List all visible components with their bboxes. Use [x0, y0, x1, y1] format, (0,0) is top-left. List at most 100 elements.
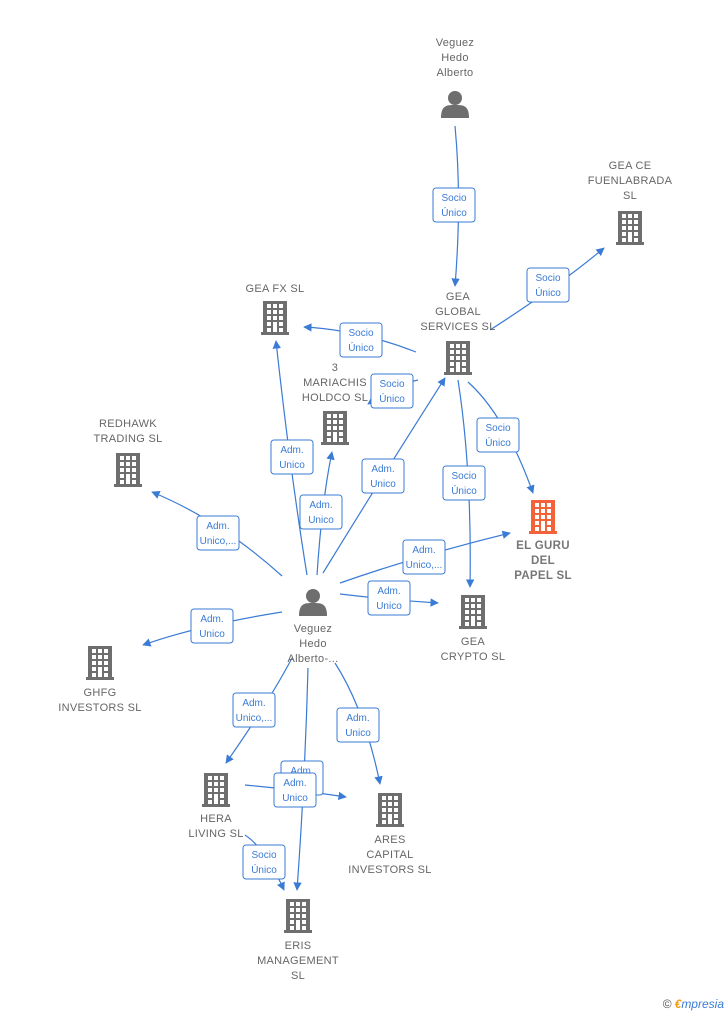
node-label-line: SERVICES SL	[420, 321, 495, 333]
person-icon	[299, 589, 327, 616]
node-label-line: INVESTORS SL	[348, 864, 431, 876]
building-icon	[616, 211, 644, 245]
node-label-line: HERA	[200, 813, 232, 825]
edge-label-text: Adm.	[377, 586, 400, 597]
node-redhawk[interactable]: REDHAWK TRADING SL	[93, 418, 162, 487]
edge-label-veguez_dots-to-el_guru[interactable]: Adm.Unico,...	[402, 539, 446, 575]
node-label-line: Hedo	[441, 52, 469, 64]
edge-label-text: Adm.	[290, 766, 313, 777]
node-label-line: GHFG	[84, 687, 117, 699]
edge-label-text: Único	[379, 392, 405, 405]
edge-label-veguez_dots-to-gea_global[interactable]: Adm.Unico	[361, 458, 405, 494]
edge-label-text: Único	[451, 484, 477, 497]
edge-label-hera-to-ares[interactable]: Adm.Unico	[273, 772, 317, 808]
node-label-line: PAPEL SL	[514, 570, 572, 582]
node-label-line: HOLDCO SL	[302, 392, 368, 404]
building-icon	[459, 595, 487, 629]
edge-label-box	[270, 439, 314, 475]
node-label-line: SL	[623, 190, 637, 202]
building-icon	[529, 500, 557, 534]
node-label-line: Alberto	[437, 67, 474, 79]
edge-label-text: Socio	[535, 273, 560, 284]
node-label-line: GEA	[461, 636, 485, 648]
node-gea_fx[interactable]: GEA FX SL	[246, 283, 305, 335]
edge-label-text: Adm.	[206, 521, 229, 532]
brand-logo-text: mpresia	[681, 997, 724, 1011]
edge-label-text: Adm.	[371, 464, 394, 475]
node-label-line: Veguez	[436, 37, 475, 49]
node-label-line: MARIACHIS	[303, 377, 367, 389]
edge-label-box	[339, 322, 383, 358]
edge-label-text: Adm.	[346, 713, 369, 724]
building-icon	[86, 646, 114, 680]
node-label-line: Veguez	[294, 623, 333, 635]
edge-label-veguez_dots-to-gea_crypto[interactable]: Adm. Unico	[367, 580, 411, 616]
edge-label-veguez_dots-to-gea_fx[interactable]: Adm.Unico	[270, 439, 314, 475]
footer-brand: ©€mpresia	[663, 997, 724, 1011]
node-label-line: TRADING SL	[93, 433, 162, 445]
edge-label-text: Socio	[441, 193, 466, 204]
node-label-line: Alberto-...	[288, 653, 339, 665]
node-label-line: MANAGEMENT	[257, 955, 339, 967]
node-ghfg[interactable]: GHFG INVESTORS SL	[58, 646, 141, 714]
node-el_guru[interactable]: EL GURU DEL PAPEL SL	[514, 500, 572, 582]
brand-logo-letter: €	[674, 997, 682, 1011]
node-label-line: GEA CE	[609, 160, 652, 172]
edge-label-text: Único	[535, 286, 561, 299]
building-icon	[321, 411, 349, 445]
edge-label-text: Adm.	[309, 500, 332, 511]
node-label-line: 3	[332, 362, 338, 374]
edge-label-text: Adm.	[200, 614, 223, 625]
edge-label-box	[242, 844, 286, 880]
edge-label-text: Unico	[376, 601, 402, 612]
node-label-line: EL GURU	[516, 540, 570, 552]
edge-label-box	[273, 772, 317, 808]
edge-label-text: Unico,...	[236, 713, 273, 724]
edge-label-veguez_dots-to-redhawk[interactable]: Adm. Unico,...	[196, 515, 240, 551]
building-icon	[114, 453, 142, 487]
edge-label-veguez_dots-to-hera[interactable]: Adm.Unico,...	[232, 692, 276, 728]
edge-label-text: Adm.	[412, 545, 435, 556]
node-veguez_dots[interactable]: VeguezHedoAlberto-...	[288, 589, 339, 665]
edge-label-box	[232, 692, 276, 728]
copyright-icon: ©	[662, 997, 672, 1011]
edge-label-text: Único	[485, 436, 511, 449]
node-label-line: DEL	[531, 555, 555, 567]
edge-label-box	[476, 417, 520, 453]
edge-label-box	[299, 494, 343, 530]
edge-label-box	[442, 465, 486, 501]
node-label-line: ARES	[374, 834, 405, 846]
node-label-line: SL	[291, 970, 305, 982]
edge-label-box	[526, 267, 570, 303]
node-gea_crypto[interactable]: GEA CRYPTO SL	[441, 595, 506, 663]
edge-label-text: Unico	[308, 515, 334, 526]
node-label-line: ERIS	[285, 940, 312, 952]
node-label-line: INVESTORS SL	[58, 702, 141, 714]
edge-label-veguez_dots-to-ares[interactable]: Adm.Unico	[336, 707, 380, 743]
node-label-line: REDHAWK	[99, 418, 157, 430]
edge-label-text: Unico	[199, 629, 225, 640]
edge-label-text: Socio	[251, 850, 276, 861]
building-icon	[202, 773, 230, 807]
edge-label-text: Único	[348, 341, 374, 354]
edge-label-veguez_dots-to-mariachis[interactable]: Adm. Unico	[299, 494, 343, 530]
node-eris[interactable]: ERIS MANAGEMENT SL	[257, 899, 339, 982]
edge-label-text: Unico,...	[200, 536, 237, 547]
node-label-line: CRYPTO SL	[441, 651, 506, 663]
edge-label-veguez_dots-to-ghfg[interactable]: Adm. Unico	[190, 608, 234, 644]
